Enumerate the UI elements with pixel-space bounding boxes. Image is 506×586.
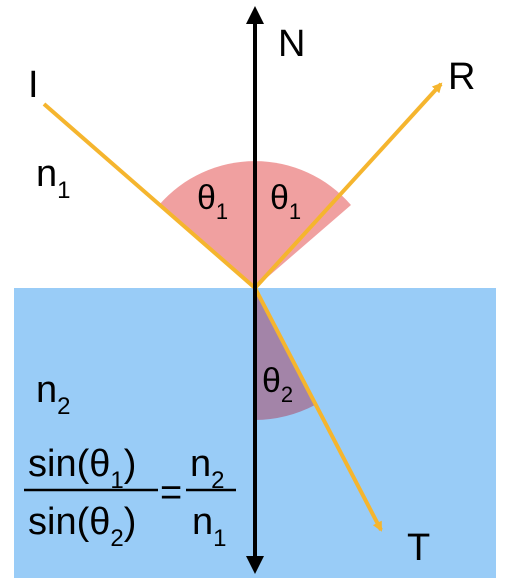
formula-denominator-right: n1 [192,501,227,552]
reflected-ray [253,82,443,290]
label-normal: N [278,23,305,65]
label-medium-1: n1 [36,153,71,204]
label-transmitted: T [407,527,430,569]
label-theta2: θ2 [262,362,293,407]
formula-denominator-left: sin(θ2) [28,501,136,552]
formula-equals: = [160,472,182,514]
label-theta1-right: θ1 [270,179,301,224]
label-reflected: R [448,56,475,98]
formula-numerator-left: sin(θ1) [28,443,136,494]
label-medium-2: n2 [36,369,71,420]
formula-numerator-right: n2 [190,443,225,494]
label-theta1-left: θ1 [197,179,228,224]
incident-ray [42,102,257,290]
snell-formula: sin(θ1) sin(θ2) = n2 n1 [24,443,236,552]
label-incident: I [28,64,39,106]
normal-arrow-top [246,6,264,24]
transmitted-ray [253,287,383,532]
normal-arrow-bottom [246,556,264,574]
